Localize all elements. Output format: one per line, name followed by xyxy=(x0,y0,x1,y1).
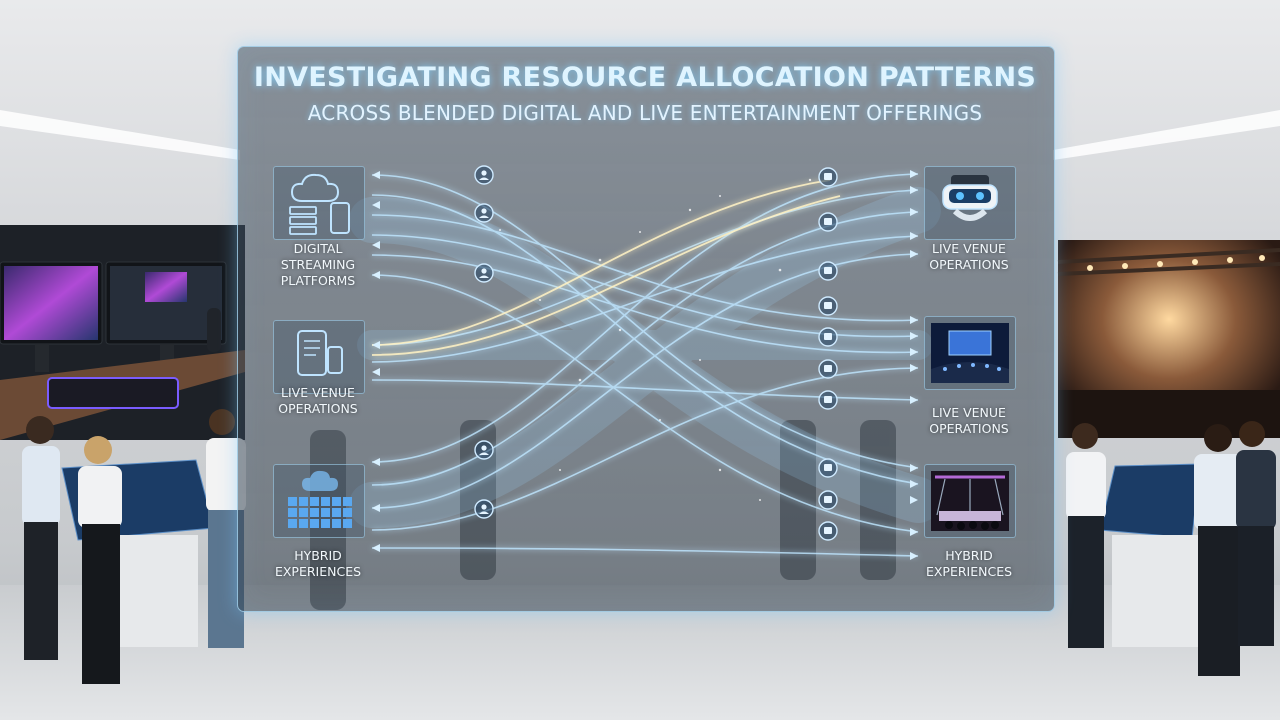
stage-truss xyxy=(1057,248,1280,276)
node-card-streaming xyxy=(273,166,365,240)
node-card-venue-right-1 xyxy=(924,166,1016,240)
tablet-phone-icon xyxy=(297,330,343,376)
ribbon-streaming-to-hybrid xyxy=(349,197,941,523)
node-card-venue-right-2 xyxy=(924,316,1016,390)
person-right-3 xyxy=(1236,421,1276,646)
kiosk-left-base xyxy=(112,535,198,647)
person-right-2 xyxy=(1194,424,1244,676)
person-left-1 xyxy=(22,416,60,660)
person-right-1 xyxy=(1066,423,1106,648)
node-label-venue-left: LIVE VENUE OPERATIONS xyxy=(278,385,358,416)
monitor-stand-left xyxy=(35,344,49,372)
person-left-2 xyxy=(78,436,122,684)
diagram-subtitle: ACROSS BLENDED DIGITAL AND LIVE ENTERTAI… xyxy=(307,101,983,125)
concert-stage-icon xyxy=(931,471,1009,531)
kiosk-right-base xyxy=(1112,535,1200,647)
node-label-venue-right-2: LIVE VENUE OPERATIONS xyxy=(929,405,1009,436)
arrow-heads-left xyxy=(372,171,380,552)
keyboard-rgb xyxy=(47,377,179,409)
node-card-hybrid-right xyxy=(924,464,1016,538)
cloud-server-icon xyxy=(289,173,350,235)
monitor-right-video xyxy=(145,272,187,302)
stage-spotlights xyxy=(1087,255,1265,271)
flow-highlights xyxy=(371,179,841,356)
node-label-streaming: DIGITAL STREAMING PLATFORMS xyxy=(280,241,356,288)
monitor-left-screen xyxy=(4,266,98,340)
venue-screen-icon xyxy=(931,323,1009,383)
cloud-grid-icon xyxy=(288,470,352,528)
arrow-heads-right xyxy=(910,170,918,560)
diagram-title: INVESTIGATING RESOURCE ALLOCATION PATTER… xyxy=(253,62,1037,93)
vr-headset-icon xyxy=(942,175,998,221)
node-label-venue-right-1: LIVE VENUE OPERATIONS xyxy=(929,241,1009,272)
flow-ribbons xyxy=(349,187,941,528)
microphone xyxy=(207,308,221,352)
ribbon-hybrid-to-venue xyxy=(349,187,941,528)
ceiling-light-left xyxy=(0,110,240,160)
sparkle-particles xyxy=(499,178,812,501)
node-card-venue-left xyxy=(273,320,365,394)
node-label-hybrid-left: HYBRID EXPERIENCES xyxy=(274,548,362,579)
node-label-hybrid-right: HYBRID EXPERIENCES xyxy=(925,548,1013,579)
ceiling-light-right xyxy=(1053,110,1280,160)
node-card-hybrid-left xyxy=(273,464,365,538)
